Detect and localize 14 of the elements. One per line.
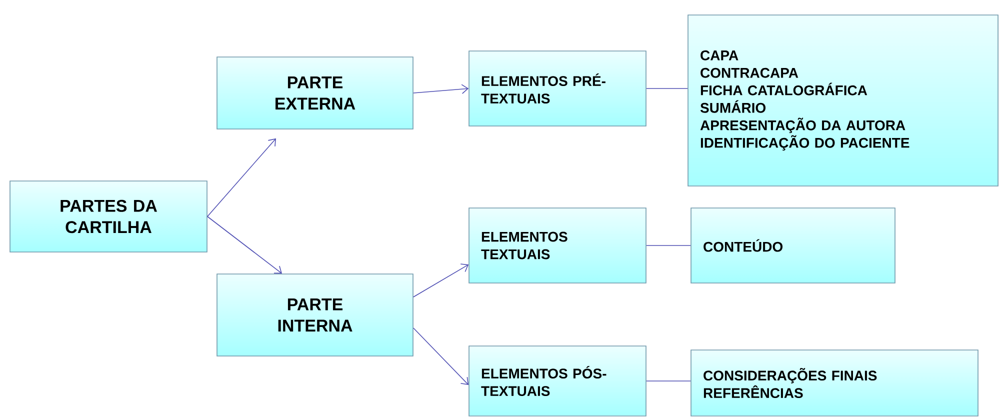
arrow [207, 138, 276, 217]
arrow [207, 216, 282, 274]
process-box: ELEMENTOS PÓS-TEXTUAIS [468, 346, 646, 416]
arrow [413, 328, 469, 385]
process-box: ELEMENTOS TEXTUAIS [468, 208, 646, 284]
process-box: ELEMENTOS PRÉ-TEXTUAIS [468, 50, 646, 126]
process-box: PARTE EXTERNA [216, 56, 414, 130]
arrow [413, 264, 469, 298]
process-box: PARTES DA CARTILHA [10, 180, 208, 252]
process-box: PARTE INTERNA [216, 274, 414, 356]
process-box: CONSIDERAÇÕES FINAIS REFERÊNCIAS [690, 350, 978, 416]
arrow [413, 84, 469, 94]
process-box: CONTEÚDO [690, 208, 896, 284]
process-box: CAPA CONTRACAPA FICHA CATALOGRÁFICA SUMÁRIO APRESENTAÇÃO DA AUTORA IDENTIFICAÇÃO DO PACIENTE [688, 14, 998, 186]
